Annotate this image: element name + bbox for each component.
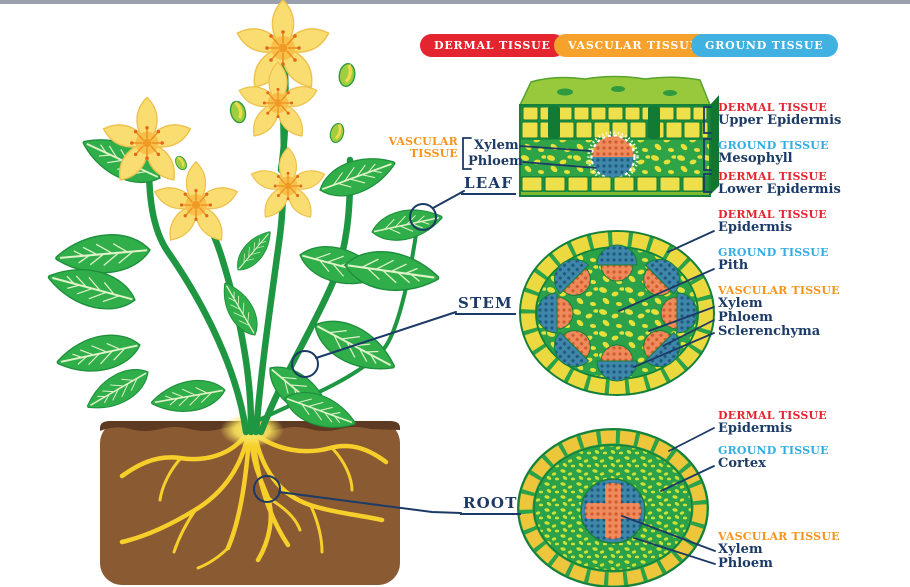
root-dermal-label: DERMAL TISSUE Epidermis [718,409,827,436]
legend-badge-dermal: DERMAL TISSUE [420,34,565,57]
stem-dermal-label: DERMAL TISSUE Epidermis [718,208,827,235]
annotation-lines [253,106,716,565]
root-vascular-label: VASCULAR TISSUE Xylem Phloem [718,530,840,571]
root-label: ROOT [460,494,521,515]
stem-label: STEM [455,294,516,315]
leaf-cross-section [518,75,719,197]
leaf-highlight-circle [409,203,437,231]
leaf-dermal-lower-label: DERMAL TISSUE Lower Epidermis [718,170,841,197]
legend-badge-ground: GROUND TISSUE [691,34,838,57]
stem-vascular-label: VASCULAR TISSUE Xylem Phloem Sclerenchym… [718,284,840,339]
roots [119,431,389,570]
leaf-dermal-upper-label: DERMAL TISSUE Upper Epidermis [718,101,842,128]
root-highlight-circle [253,475,281,503]
top-border-strip [0,0,910,4]
flowers [99,0,333,247]
leaf-label: LEAF [461,174,517,195]
stoma-channel [648,106,660,139]
stoma-channel [548,106,560,139]
leaf-phloem-label: Phloem [468,154,523,169]
plant-illustration [42,0,446,439]
stem-highlight-circle [291,350,319,378]
root-cross-section [517,428,709,587]
stem-cross-section [519,230,715,396]
root-ground-label: GROUND TISSUE Cortex [718,444,829,471]
legend-badge-vascular: VASCULAR TISSUE [554,34,713,57]
leaf-xylem-label: Xylem [474,138,519,153]
leaf-vascular-heading: VASCULAR TISSUE [388,135,458,160]
root-stele [580,478,646,544]
lower-epidermis-cells [521,176,704,192]
leaf-vascular-bundle [587,131,639,183]
leaf-ground-label: GROUND TISSUE Mesophyll [718,139,829,166]
stem-ground-label: GROUND TISSUE Pith [718,246,829,273]
leaves [42,126,446,439]
